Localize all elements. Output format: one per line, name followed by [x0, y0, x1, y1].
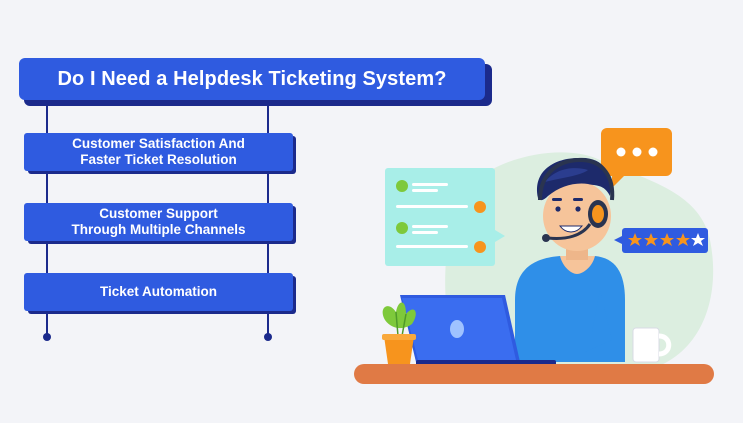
list-item-customer-satisfaction: Customer Satisfaction And Faster Ticket …: [24, 133, 293, 171]
left-rail-end-dot: [43, 333, 51, 341]
star-icon: [628, 233, 690, 246]
item-line-1: Customer Satisfaction And: [72, 136, 245, 151]
star-icon: [691, 233, 705, 246]
list-item-ticket-automation: Ticket Automation: [24, 273, 293, 311]
item-line-1: Customer Support: [99, 206, 218, 221]
right-rail-end-dot: [264, 333, 272, 341]
agent-arm: [560, 290, 612, 352]
plant-icon: [382, 302, 416, 364]
mug-icon: [632, 327, 672, 363]
agent-figure: [515, 157, 625, 362]
list-item-customer-support: Customer Support Through Multiple Channe…: [24, 203, 293, 241]
chat-bubble-icon: [601, 128, 672, 188]
laptop-icon: [400, 295, 556, 366]
page-title: Do I Need a Helpdesk Ticketing System?: [19, 58, 485, 100]
chat-panel-icon: [385, 168, 505, 266]
headset-icon: [538, 157, 615, 242]
desk: [354, 364, 714, 384]
item-line-1: Ticket Automation: [99, 284, 217, 299]
item-line-2: Faster Ticket Resolution: [80, 152, 237, 167]
support-agent-illustration: [354, 128, 714, 384]
rating-badge: [614, 228, 708, 253]
item-line-2: Through Multiple Channels: [71, 222, 246, 237]
